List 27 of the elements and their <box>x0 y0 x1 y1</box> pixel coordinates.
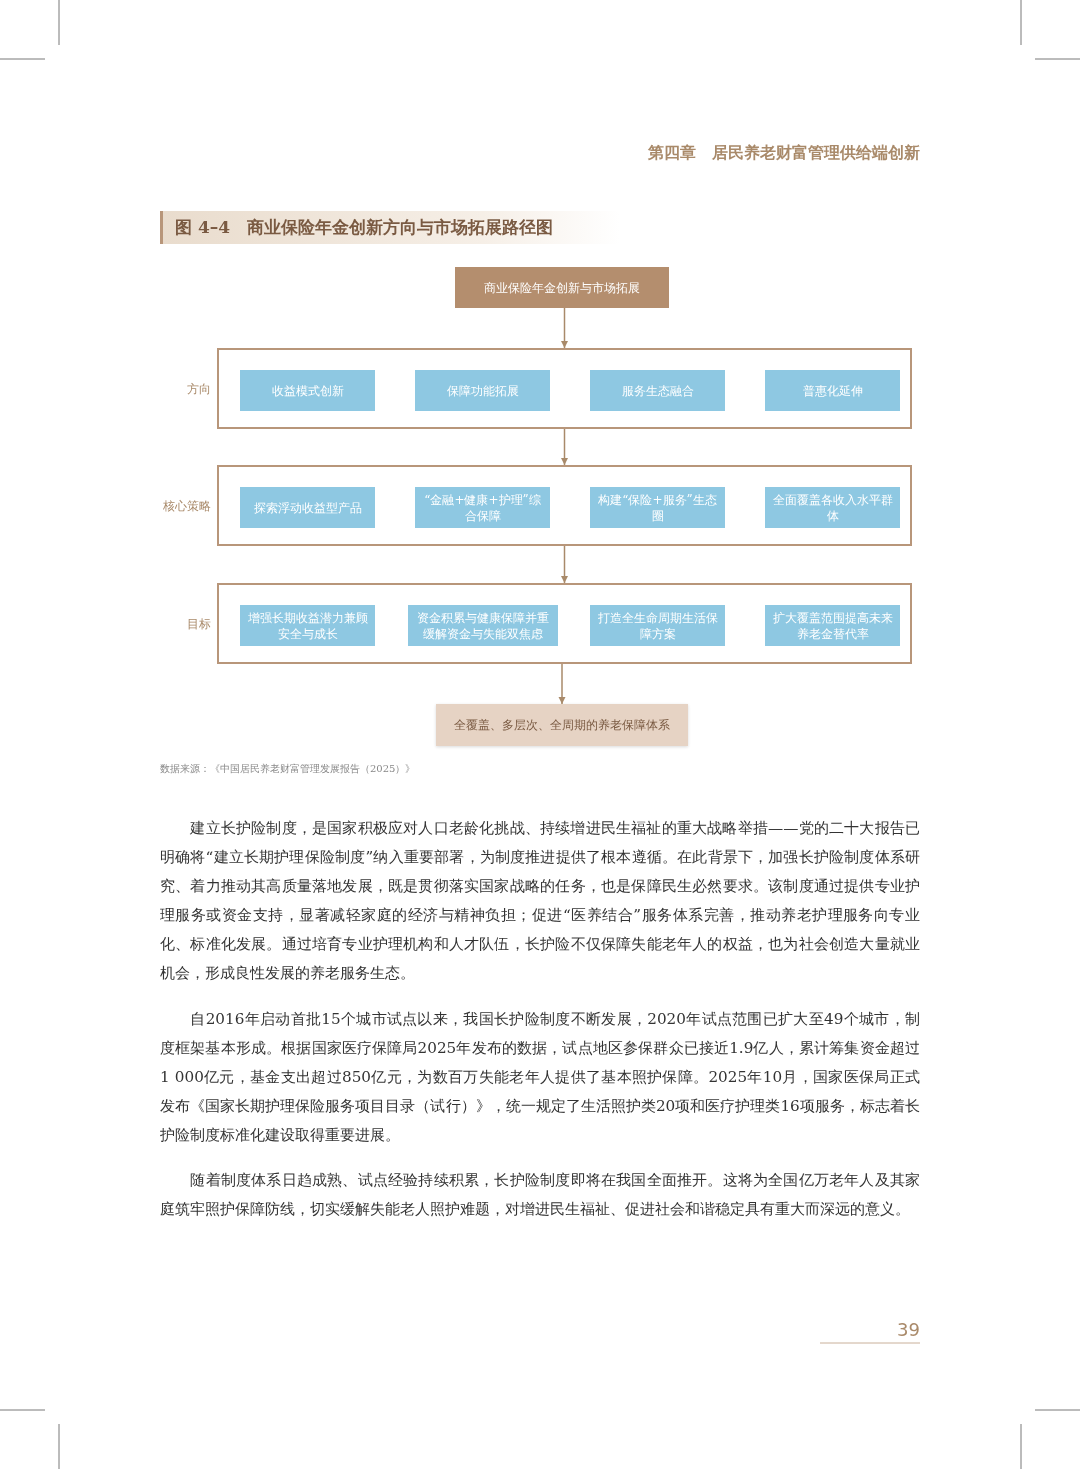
running-header: 第四章 居民养老财富管理供给端创新 <box>647 143 920 164</box>
source-note: 数据来源：《中国居民养老财富管理发展报告（2025）》 <box>160 762 416 776</box>
arrow <box>561 545 568 584</box>
row-label: 核心策略 <box>163 497 211 515</box>
row-label: 方向 <box>187 380 211 398</box>
result-box: 全覆盖、多层次、全周期的养老保障体系 <box>436 704 688 746</box>
strategy-box: 打造全生命周期生活保障方案 <box>590 605 725 646</box>
body-paragraph: 建立长护险制度，是国家积极应对人口老龄化挑战、持续增进民生福祉的重大战略举措——党的二十大报告已明确将“建立长期护理保险制度”纳入重要部署，为制度推进提供了根本遵循。在此背景下，加强长护险制度体系研究、着力推动其高质量落地发展，既是贯彻落实国家战略的任务，也是保障民生必然要求。该制度通过提供专业护理服务或资金支持，显著减轻家庭的经济与精神负担；促进“医养结合”服务体系完善，推动养老护理服务向专业化、标准化发展。通过培育专业护理机构和人才队伍，长护险不仅保障失能老年人的权益，也为社会创造大量就业机会，形成良性发展的养老服务生态。 <box>160 818 920 984</box>
strategy-box: 服务生态融合 <box>590 370 725 411</box>
strategy-box: 收益模式创新 <box>240 370 375 411</box>
body-paragraph: 自2016年启动首批15个城市试点以来，我国长护险制度不断发展，2020年试点范围已扩大至49个城市，制度框架基本形成。根据国家医疗保障局2025年发布的数据，试点地区参保群众已接近1.9亿人，累计筹集资金超过1 000亿元，基金支出超过850亿元，为数百万失能老年人提供了基本照护保障。2025年10月，国家医保局正式发布《国家长期护理保险服务项目目录（试行）》，统一规定了生活照护类20项和医疗护理类16项服务，标志着长护险制度标准化建设取得重要进展。 <box>160 1009 920 1146</box>
body-paragraph: 随着制度体系日趋成熟、试点经验持续积累，长护险制度即将在我国全面推开。这将为全国亿万老年人及其家庭筑牢照护保障防线，切实缓解失能老人照护难题，对增进民生福祉、促进社会和谐稳定具有重大而深远的意义。 <box>160 1170 920 1220</box>
arrow <box>561 307 568 349</box>
root-box: 商业保险年金创新与市场拓展 <box>455 267 669 308</box>
strategy-box: 扩大覆盖范围提高未来养老金替代率 <box>765 605 900 646</box>
strategy-box: 增强长期收益潜力兼顾安全与成长 <box>240 605 375 646</box>
strategy-box: 全面覆盖各收入水平群体 <box>765 487 900 528</box>
strategy-box: “金融+健康+护理”综合保障 <box>415 487 550 528</box>
arrow <box>558 663 566 705</box>
strategy-box: 资金积累与健康保障并重缓解资金与失能双焦虑 <box>408 605 558 646</box>
strategy-box: 探索浮动收益型产品 <box>240 487 375 528</box>
page-number: 39 <box>896 1319 920 1340</box>
row-label: 目标 <box>187 615 211 633</box>
strategy-box: 普惠化延伸 <box>765 370 900 411</box>
strategy-box: 构建“保险+服务”生态圈 <box>590 487 725 528</box>
arrow <box>561 428 568 466</box>
strategy-box: 保障功能拓展 <box>415 370 550 411</box>
